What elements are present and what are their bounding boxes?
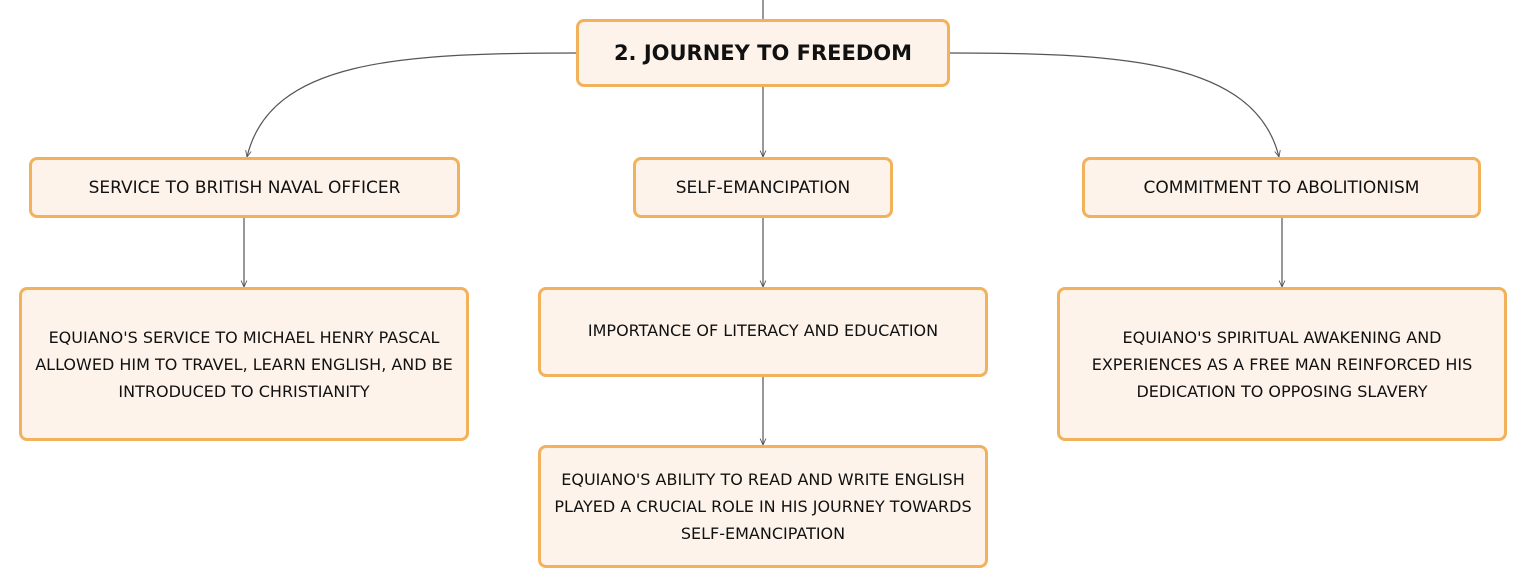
connector-root-to-service [247, 52, 577, 157]
root-title: 2. JOURNEY TO FREEDOM [613, 41, 913, 65]
node-label: SELF-EMANCIPATION [675, 177, 851, 198]
connector-root-to-abolitionism [949, 52, 1279, 157]
node-label: COMMITMENT TO ABOLITIONISM [1143, 177, 1420, 198]
node-label: IMPORTANCE OF LITERACY AND EDUCATION [587, 320, 939, 340]
node-abolitionism-detail[interactable]: EQUIANO'S SPIRITUAL AWAKENING AND EXPERI… [1057, 287, 1507, 441]
node-commitment-to-abolitionism[interactable]: COMMITMENT TO ABOLITIONISM [1082, 157, 1481, 218]
node-literacy-detail[interactable]: EQUIANO'S ABILITY TO READ AND WRITE ENGL… [538, 445, 988, 568]
node-detail-text: EQUIANO'S SPIRITUAL AWAKENING AND EXPERI… [1091, 327, 1473, 401]
node-detail-text: EQUIANO'S SERVICE TO MICHAEL HENRY PASCA… [35, 327, 453, 401]
node-service-detail[interactable]: EQUIANO'S SERVICE TO MICHAEL HENRY PASCA… [19, 287, 469, 441]
node-self-emancipation[interactable]: SELF-EMANCIPATION [633, 157, 893, 218]
node-detail-text: EQUIANO'S ABILITY TO READ AND WRITE ENGL… [554, 470, 972, 543]
root-node[interactable]: 2. JOURNEY TO FREEDOM [576, 19, 950, 87]
node-importance-of-literacy[interactable]: IMPORTANCE OF LITERACY AND EDUCATION [538, 287, 988, 377]
node-label: SERVICE TO BRITISH NAVAL OFFICER [88, 177, 401, 198]
node-service-to-naval-officer[interactable]: SERVICE TO BRITISH NAVAL OFFICER [29, 157, 460, 218]
